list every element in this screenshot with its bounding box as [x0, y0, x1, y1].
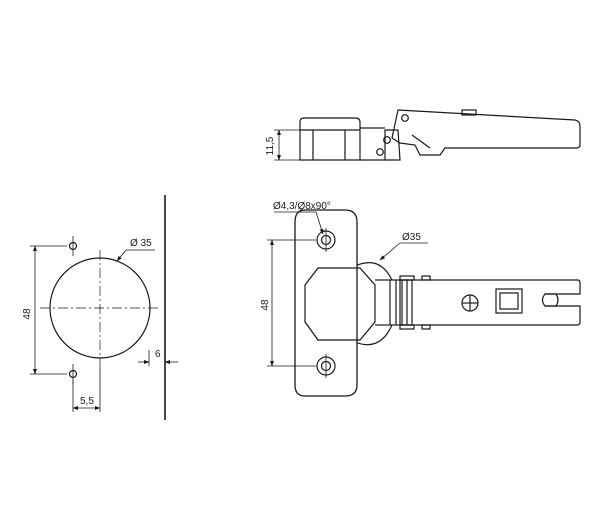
cup-arc	[354, 262, 393, 346]
link-plate	[384, 129, 401, 161]
leader-d35-left	[116, 249, 127, 262]
mounting-plate	[294, 209, 358, 397]
arm-slot	[545, 293, 559, 307]
dim-label-d35-right: Ø35	[402, 232, 421, 243]
dim-label-d35-left: Ø 35	[130, 238, 152, 249]
drilling-pattern-view: 48 Ø 35 6 5,5	[22, 195, 178, 420]
arm-link-line	[411, 134, 431, 149]
hinge-arm-top	[399, 279, 581, 326]
arm-adjust-tab	[461, 109, 477, 116]
cup-body-side	[299, 117, 361, 161]
pin-bottom-right	[421, 324, 431, 330]
pin-top	[399, 275, 415, 281]
dim-label-11-5: 11,5	[265, 136, 276, 155]
cup-inner-lines	[312, 130, 346, 160]
dim-label-screw-spec: Ø4,3/Ø8x90°	[273, 201, 331, 212]
hinge-top-view: 48 Ø4,3/Ø8x90° Ø35	[260, 201, 581, 397]
dim-label-48-right: 48	[260, 299, 271, 311]
octagon-chamfer-lines	[304, 267, 376, 341]
pivot-clip	[389, 279, 413, 326]
pin-bottom	[399, 324, 415, 330]
cam-block-inner	[499, 292, 519, 310]
dim-label-6: 6	[155, 349, 161, 360]
pivot-bottom	[376, 148, 384, 156]
screw-spec-leader	[315, 211, 324, 235]
hinge-side-view: 11,5	[265, 109, 581, 161]
dim-label-48-left: 48	[22, 308, 33, 320]
cam-block	[495, 288, 523, 314]
pivot-top	[401, 114, 409, 122]
pivot-middle	[383, 136, 391, 144]
dim-label-5-5: 5,5	[80, 396, 94, 407]
leader-d35-right	[379, 242, 401, 261]
hinge-arm-side	[391, 109, 581, 156]
pin-top-right	[421, 275, 431, 281]
